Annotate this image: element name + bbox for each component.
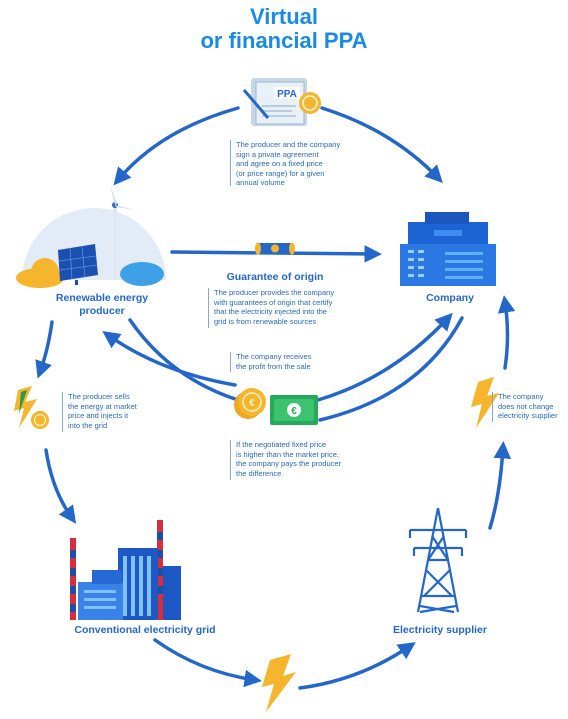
grid-label: Conventional electricity grid	[74, 624, 216, 636]
electricity-pylon-icon	[408, 507, 468, 614]
ppa-text-divider	[230, 140, 231, 186]
ppa-document-icon: PPA	[242, 78, 321, 126]
difference-description: If the negotiated fixed price is higher …	[236, 440, 342, 478]
producer-label-text: Renewable energy producer	[55, 292, 149, 317]
title-line-1: Virtual	[249, 4, 319, 29]
title-line-2: or financial PPA	[200, 28, 368, 53]
arrow-ppa-to-company	[320, 106, 443, 184]
profit-description: The company receives the profit from the…	[236, 352, 312, 371]
ppa-badge: PPA	[277, 89, 297, 100]
flow-arrows	[35, 106, 516, 690]
guarantee-label: Guarantee of origin	[226, 271, 324, 283]
ppa-description: The producer and the company sign a priv…	[236, 140, 341, 187]
guarantee-description: The producer provides the company with g…	[214, 288, 335, 326]
lightning-bolt-icon-bottom	[262, 654, 296, 712]
no-change-description: The company does not change electricity …	[498, 392, 558, 420]
profit-text-divider	[230, 352, 231, 372]
guarantee-text-divider	[208, 288, 209, 328]
wind-solar-plant-icon	[16, 185, 166, 288]
arrow-left-bolt-to-grid	[44, 448, 77, 524]
arrow-company-to-producer	[102, 330, 237, 387]
power-plant-icon	[70, 520, 181, 620]
money-coins-icon: € €	[234, 388, 318, 425]
no-change-text-divider	[492, 392, 493, 422]
company-label: Company	[426, 292, 474, 304]
svg-text:€: €	[291, 406, 297, 417]
arrow-right-bolt-to-company	[497, 295, 516, 370]
arrow-company-to-money	[318, 316, 464, 422]
scroll-certificate-icon	[255, 242, 295, 255]
difference-text-divider	[230, 440, 231, 480]
supplier-label: Electricity supplier	[393, 624, 487, 636]
sells-description: The producer sells the energy at market …	[68, 392, 137, 430]
arrow-producer-to-money	[128, 318, 240, 402]
arrow-money-to-company	[316, 312, 453, 402]
arrow-supplier-to-right-bolt	[488, 441, 512, 530]
arrow-bottom-bolt-to-supplier	[298, 642, 416, 690]
producer-label: Renewable energy producer	[22, 292, 182, 318]
sells-text-divider	[62, 392, 63, 432]
coin-icon	[299, 92, 321, 114]
arrow-ppa-to-producer	[113, 106, 240, 186]
arrow-grid-to-bottom-bolt	[153, 638, 262, 688]
svg-text:€: €	[249, 398, 255, 409]
lightning-bolt-icon-right	[471, 377, 499, 428]
arrow-producer-to-left-bolt	[35, 320, 54, 379]
lightning-bolt-icon-left	[14, 386, 49, 429]
office-building-icon	[400, 212, 496, 286]
